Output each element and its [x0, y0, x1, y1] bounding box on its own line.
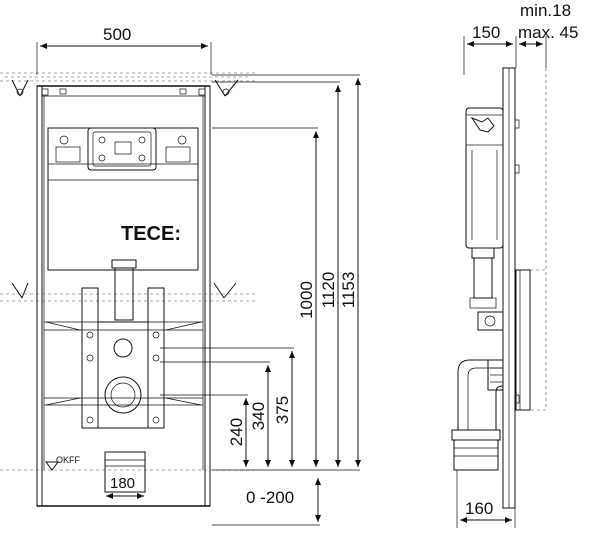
vertical-dimensions: 1153 1120 1000 375 340 240 0 -200: [227, 78, 361, 522]
tece-logo: TECE:: [121, 223, 181, 245]
side-view: 150 min.18 max. 45: [451, 1, 578, 528]
dim-1120: 1120: [319, 272, 338, 309]
cistern: TECE:: [47, 127, 199, 271]
width-dim-label: 500: [103, 25, 131, 44]
side-frame: [502, 67, 547, 509]
dim-1000: 1000: [297, 281, 316, 319]
dim-240: 240: [227, 418, 246, 446]
flush-pipe: [44, 259, 203, 429]
front-view: 500: [0, 25, 361, 526]
top-fixing-band: [0, 72, 255, 97]
extension-lines: [160, 74, 360, 526]
floor-range-dim: 0 -200: [246, 488, 294, 507]
floor-label: OKFF: [56, 455, 81, 465]
side-top-dimensions: 150 min.18 max. 45: [463, 1, 578, 75]
width-dimension: 500: [36, 25, 212, 75]
side-cistern: [465, 107, 504, 331]
middle-fixing-band: [0, 282, 255, 302]
bottom-dim-label: 160: [465, 499, 493, 518]
outlet-dim-label: 180: [110, 475, 135, 492]
dim-1153: 1153: [339, 272, 358, 309]
dim-340: 340: [249, 402, 268, 430]
side-waste-elbow: [451, 359, 504, 471]
wall-min-dim-label: min.18: [520, 1, 571, 20]
frame-rails: [36, 85, 211, 507]
dim-375: 375: [273, 396, 292, 424]
side-bottom-dimension: 160: [456, 470, 516, 528]
floor-outlet: OKFF 180: [0, 451, 255, 499]
wall-max-dim-label: max. 45: [518, 23, 578, 42]
depth-dim-label: 150: [472, 23, 500, 42]
